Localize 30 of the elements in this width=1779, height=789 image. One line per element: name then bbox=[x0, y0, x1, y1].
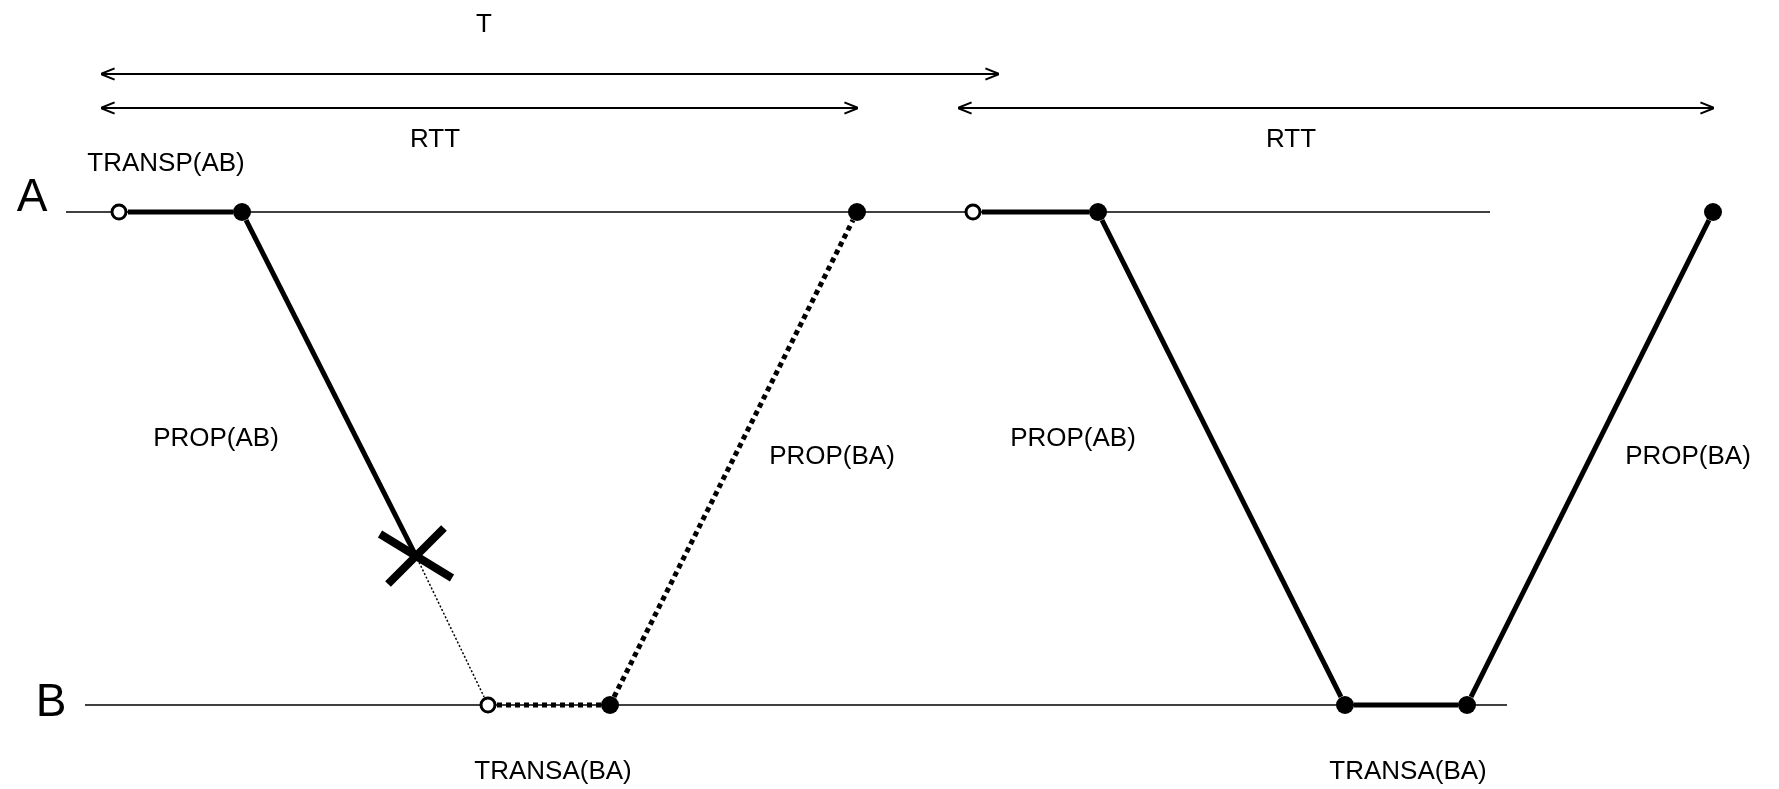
event-dot bbox=[848, 203, 866, 221]
event-dot bbox=[601, 696, 619, 714]
signal-line bbox=[982, 209, 1089, 215]
event-dot bbox=[964, 203, 982, 221]
event-dot bbox=[1336, 696, 1354, 714]
event-dot bbox=[1458, 696, 1476, 714]
event-dot bbox=[479, 696, 497, 714]
loss-cross bbox=[376, 524, 456, 588]
event-dot bbox=[1704, 203, 1722, 221]
delay-label: TRANSA(BA) bbox=[474, 754, 632, 786]
signal-line bbox=[128, 209, 233, 215]
station-label: B bbox=[35, 673, 67, 727]
delay-label: TRANSP(AB) bbox=[87, 146, 245, 178]
delay-label: PROP(AB) bbox=[1010, 421, 1136, 453]
signal-line bbox=[611, 218, 856, 699]
delay-label: TRANSA(BA) bbox=[1329, 754, 1487, 786]
station-label: A bbox=[16, 168, 48, 222]
event-dot bbox=[233, 203, 251, 221]
signal-line bbox=[1099, 218, 1344, 699]
delay-label: PROP(AB) bbox=[153, 421, 279, 453]
signal-line bbox=[1354, 702, 1458, 708]
duration-label: RTT bbox=[409, 122, 461, 154]
event-dot bbox=[110, 203, 128, 221]
duration-label: T bbox=[476, 7, 492, 39]
delay-label: PROP(BA) bbox=[769, 439, 895, 471]
signal-line bbox=[497, 702, 601, 708]
delay-label: PROP(BA) bbox=[1625, 439, 1751, 471]
duration-label: RTT bbox=[1265, 122, 1317, 154]
event-dot bbox=[1089, 203, 1107, 221]
signal-line bbox=[1468, 218, 1712, 699]
